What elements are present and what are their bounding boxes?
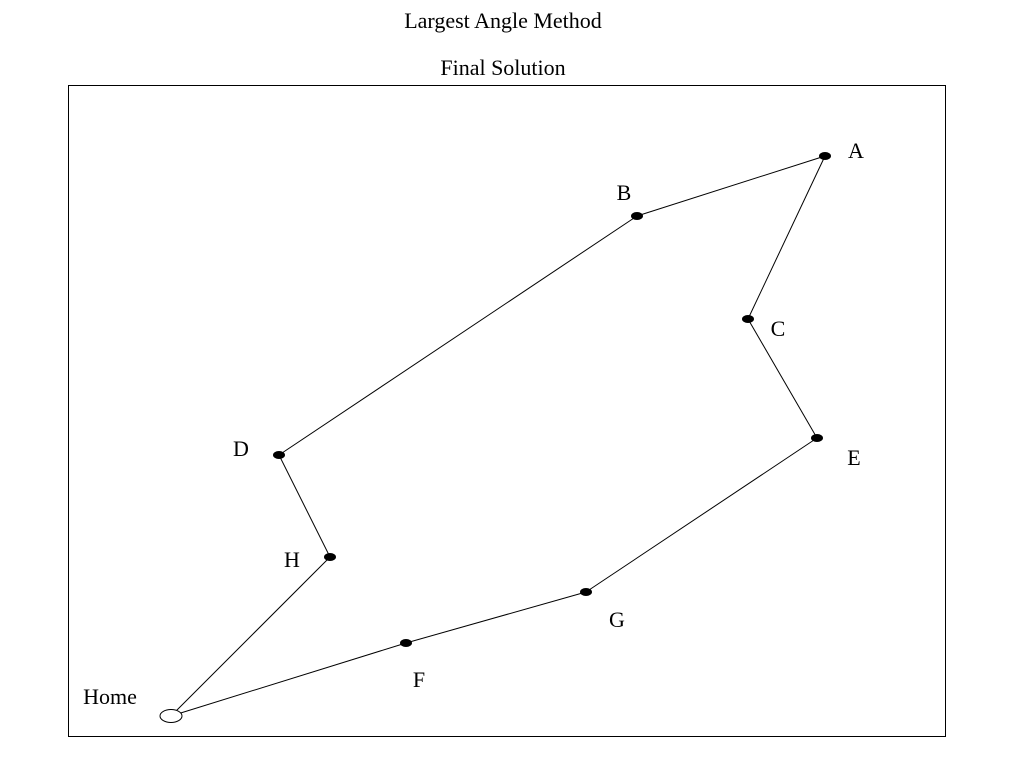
node-b — [631, 212, 643, 220]
route-edge-h-d — [278, 454, 331, 558]
node-label-f: F — [413, 667, 425, 692]
node-d — [273, 451, 285, 459]
node-label-h: H — [284, 547, 300, 572]
route-nodes — [159, 152, 831, 723]
node-label-b: B — [617, 180, 632, 205]
node-c — [742, 315, 754, 323]
node-f — [400, 639, 412, 647]
node-e — [811, 434, 823, 442]
route-edge-e-g — [585, 437, 818, 593]
node-g — [580, 588, 592, 596]
diagram-subtitle: Final Solution — [440, 55, 566, 80]
route-edge-g-f — [405, 591, 587, 644]
plot-frame — [68, 85, 946, 737]
diagram-title: Largest Angle Method — [404, 8, 602, 33]
route-edge-d-b — [278, 215, 638, 456]
node-label-e: E — [847, 445, 860, 470]
route-edge-home-h — [170, 556, 331, 717]
node-label-d: D — [233, 436, 249, 461]
node-h — [324, 553, 336, 561]
route-edge-b-a — [636, 155, 826, 217]
route-edges — [170, 155, 826, 717]
node-label-home: Home — [83, 684, 137, 709]
node-label-c: C — [771, 316, 786, 341]
route-edge-c-e — [747, 318, 818, 439]
node-label-a: A — [848, 138, 864, 163]
node-labels: Home A B C D E F G H — [83, 138, 864, 709]
node-a — [819, 152, 831, 160]
home-node — [159, 709, 183, 723]
node-label-g: G — [609, 607, 625, 632]
route-edge-a-c — [747, 155, 826, 320]
route-edge-f-home — [170, 642, 407, 717]
